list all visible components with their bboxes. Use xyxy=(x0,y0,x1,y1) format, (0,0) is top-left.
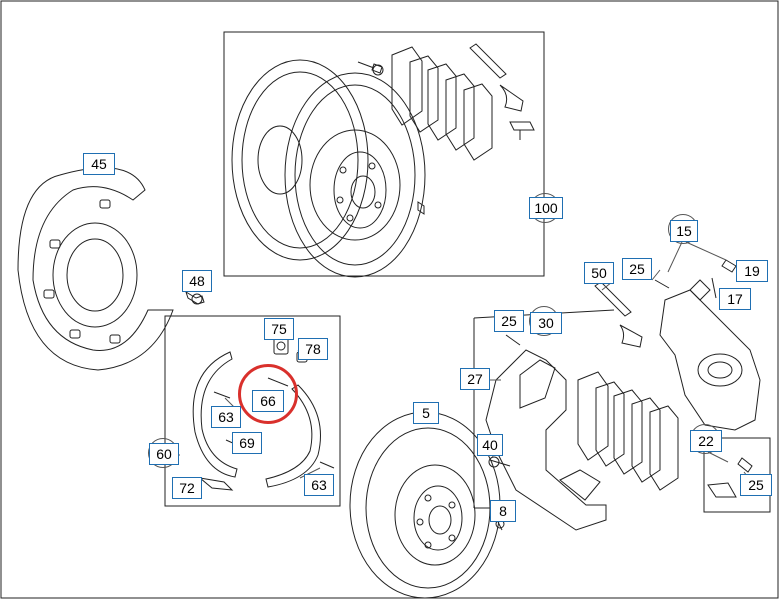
callout-45[interactable]: 45 xyxy=(83,153,115,175)
brake-shoe-left xyxy=(192,351,238,478)
spring-63-left xyxy=(213,391,231,399)
callout-60[interactable]: 60 xyxy=(149,443,179,465)
callout-25-box[interactable]: 25 xyxy=(740,474,772,496)
pads-top xyxy=(391,46,493,161)
clip-top xyxy=(509,121,535,140)
callout-22[interactable]: 22 xyxy=(690,430,722,452)
callout-50[interactable]: 50 xyxy=(584,262,614,284)
callout-63-left[interactable]: 63 xyxy=(211,406,241,428)
caliper-body xyxy=(659,279,761,431)
pads-lower xyxy=(577,371,679,491)
callout-8[interactable]: 8 xyxy=(490,500,516,522)
callout-5[interactable]: 5 xyxy=(413,402,439,424)
callout-66[interactable]: 66 xyxy=(252,390,284,412)
rear-rotor-back xyxy=(231,59,369,261)
callout-48[interactable]: 48 xyxy=(182,270,212,292)
backing-plate xyxy=(17,167,174,371)
callout-100[interactable]: 100 xyxy=(529,197,563,219)
callout-30[interactable]: 30 xyxy=(530,312,562,334)
callout-19[interactable]: 19 xyxy=(736,260,768,282)
bolt-top xyxy=(357,61,384,76)
bolt-40 xyxy=(488,456,511,468)
wear-sensor-50 xyxy=(594,281,643,348)
brake-shoe-right xyxy=(265,384,321,488)
callout-17[interactable]: 17 xyxy=(719,288,751,310)
callout-72[interactable]: 72 xyxy=(172,477,202,499)
callout-25-caliper[interactable]: 25 xyxy=(622,258,652,280)
bleed-screw-17 xyxy=(711,277,717,299)
callout-27[interactable]: 27 xyxy=(460,368,490,390)
highlight-circle xyxy=(238,364,298,424)
bolt-25-bracket xyxy=(505,334,521,346)
callout-15[interactable]: 15 xyxy=(670,220,698,242)
adjuster-75 xyxy=(273,337,289,355)
parking-brake-kit-box xyxy=(164,315,341,507)
small-bolt-top xyxy=(417,201,425,215)
clip-22 xyxy=(707,482,737,498)
callout-75[interactable]: 75 xyxy=(264,318,294,340)
bolt-25-upper xyxy=(654,279,670,289)
wear-sensor-top xyxy=(469,43,524,112)
cap-19 xyxy=(721,259,737,273)
rotor-pad-kit-box xyxy=(223,31,545,277)
bolt-48 xyxy=(185,290,205,305)
spring-63-right xyxy=(319,461,335,469)
callout-25-bracket[interactable]: 25 xyxy=(494,310,524,332)
callout-78[interactable]: 78 xyxy=(298,338,328,360)
rear-rotor-front xyxy=(284,72,426,278)
callout-69[interactable]: 69 xyxy=(232,432,262,454)
callout-63-right[interactable]: 63 xyxy=(304,474,334,496)
callout-40[interactable]: 40 xyxy=(477,434,503,456)
clip-72 xyxy=(198,477,234,491)
bolt-25-box xyxy=(737,457,753,473)
